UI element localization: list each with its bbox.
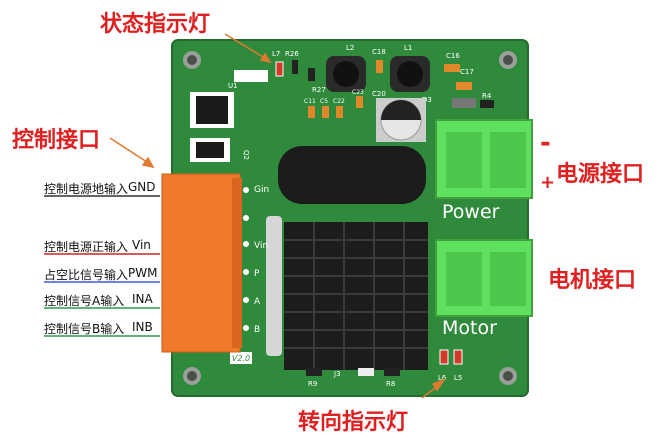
ref-u1: U1 bbox=[228, 82, 238, 90]
pin-desc-gnd: 控制电源地输入 bbox=[44, 182, 129, 196]
ref-c16: C16 bbox=[446, 52, 460, 60]
ref-c11: C11 bbox=[304, 98, 316, 105]
ref-r4: R4 bbox=[482, 92, 492, 100]
ref-j3: J3 bbox=[333, 370, 341, 378]
ref-r9: R9 bbox=[308, 380, 317, 388]
ref-c23: C23 bbox=[352, 89, 364, 96]
silk-vin: Vin bbox=[254, 241, 268, 251]
large-capacitor bbox=[278, 146, 426, 204]
arrows bbox=[109, 33, 446, 399]
plus-sign: + bbox=[540, 172, 556, 193]
pin-desc-pwm: 占空比信号输入 bbox=[44, 268, 129, 282]
callout-status-led: 状态指示灯 bbox=[100, 12, 211, 37]
pin-desc-ina: 控制信号A输入 bbox=[44, 294, 125, 308]
pin-code-inb: INB bbox=[132, 320, 153, 334]
transistor-q2 bbox=[190, 138, 230, 162]
ref-c22: C22 bbox=[333, 98, 345, 105]
minus-sign: - bbox=[540, 128, 551, 158]
ref-l1: L1 bbox=[404, 44, 412, 52]
silk-p: P bbox=[254, 269, 260, 279]
callout-turn-led: 转向指示灯 bbox=[298, 410, 409, 435]
turn-leds bbox=[439, 349, 463, 365]
control-header bbox=[161, 173, 249, 353]
ref-d3: D3 bbox=[422, 96, 432, 104]
ref-q2: Q2 bbox=[242, 150, 250, 160]
state-silk: STATE bbox=[237, 73, 264, 83]
callout-motor-interface: 电机接口 bbox=[548, 268, 637, 293]
pin-desc-vin: 控制电源正输入 bbox=[44, 240, 129, 254]
callout-control-interface: 控制接口 bbox=[12, 128, 101, 153]
ref-l7: L7 bbox=[272, 50, 280, 58]
version-label: V2.0 bbox=[232, 354, 250, 363]
silk-a: A bbox=[254, 297, 261, 307]
status-led bbox=[275, 61, 284, 77]
pin-desc-inb: 控制信号B输入 bbox=[44, 322, 125, 336]
inductors bbox=[326, 56, 430, 92]
motor-terminal bbox=[435, 239, 533, 317]
pin-code-pwm: PWM bbox=[128, 266, 158, 280]
ref-l5: L5 bbox=[454, 374, 462, 382]
small-capacitors bbox=[308, 96, 363, 118]
ic-u1 bbox=[190, 92, 234, 128]
silk-gin: Gin bbox=[254, 185, 269, 195]
ref-l6: L6 bbox=[438, 374, 447, 382]
callout-power-interface: 电源接口 bbox=[556, 162, 645, 187]
pin-code-ina: INA bbox=[132, 292, 153, 306]
ref-r27: R27 bbox=[312, 86, 326, 94]
ref-l2: L2 bbox=[346, 44, 354, 52]
power-terminal bbox=[435, 119, 533, 199]
ref-c17: C17 bbox=[460, 68, 474, 76]
heatsink bbox=[266, 216, 428, 370]
pin-code-vin: Vin bbox=[132, 238, 151, 252]
silk-b: B bbox=[254, 325, 260, 335]
ref-c18: C18 bbox=[372, 48, 386, 56]
ref-r26: R26 bbox=[285, 50, 299, 58]
mounting-holes bbox=[183, 51, 517, 385]
ref-r8: R8 bbox=[386, 380, 395, 388]
ref-c5: C5 bbox=[320, 98, 328, 105]
ref-c20: C20 bbox=[372, 90, 386, 98]
motor-silk: Motor bbox=[442, 317, 497, 339]
pin-code-gnd: GND bbox=[128, 180, 156, 194]
power-silk: Power bbox=[442, 201, 500, 223]
electrolytic-capacitor bbox=[376, 98, 426, 142]
